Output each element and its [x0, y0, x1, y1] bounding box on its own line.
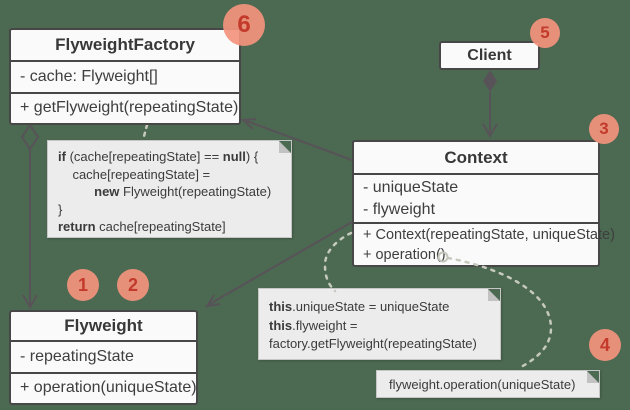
step-badge-5: 5 — [530, 18, 560, 48]
class-flyweight: Flyweight - repeatingState + operation(u… — [9, 310, 198, 405]
class-method: + Context(repeatingState, uniqueState) — [363, 226, 615, 243]
code-line: factory.getFlyweight(repeatingState) — [269, 336, 477, 351]
step-badge-6: 6 — [223, 4, 265, 46]
code-line: this.uniqueState = uniqueState — [269, 299, 450, 314]
composition-client-context — [482, 70, 498, 138]
class-attribute: - repeatingState — [20, 347, 134, 365]
class-client: Client — [439, 41, 540, 70]
code-line: flyweight.operation(uniqueState) — [389, 377, 576, 392]
folded-corner-icon — [488, 289, 500, 301]
code-line: new Flyweight(repeatingState) — [94, 184, 272, 199]
arrowhead-icon — [240, 118, 257, 130]
class-method: + operation(uniqueState) — [20, 379, 197, 397]
hollow-diamond-icon — [20, 123, 40, 151]
class-attribute: - flyweight — [363, 200, 436, 218]
step-badge-4: 4 — [589, 329, 621, 361]
step-badge-1: 1 — [67, 269, 99, 301]
class-title: Flyweight — [64, 316, 143, 335]
class-title: Context — [444, 147, 508, 167]
class-method: + operation() — [363, 246, 446, 263]
code-line: this.flyweight = — [269, 317, 358, 333]
folded-corner-icon — [279, 141, 291, 153]
note-constructor-code: this.uniqueState = uniqueState this.flyw… — [258, 288, 501, 360]
class-attribute: - uniqueState — [363, 178, 459, 196]
code-line: if (cache[repeatingState] == null) { — [58, 149, 259, 164]
folded-corner-icon — [587, 371, 599, 383]
filled-diamond-icon — [483, 70, 497, 92]
note-link-constructor-code — [323, 231, 353, 293]
code-line: cache[repeatingState] = — [58, 166, 211, 182]
code-line: return cache[repeatingState] — [58, 219, 226, 234]
note-factory-code: if (cache[repeatingState] == null) { cac… — [47, 140, 292, 238]
class-title: FlyweightFactory — [55, 35, 195, 54]
arrowhead-icon — [482, 123, 498, 138]
class-attribute: - cache: Flyweight[] — [20, 67, 158, 85]
step-badge-3: 3 — [589, 114, 619, 144]
class-flyweight-factory: FlyweightFactory - cache: Flyweight[] + … — [9, 28, 241, 125]
note-operation-code: flyweight.operation(uniqueState) — [376, 370, 600, 398]
class-title: Client — [467, 46, 512, 64]
note-link-factory-code — [141, 123, 149, 142]
class-context: Context - uniqueState - flyweight + Cont… — [352, 140, 615, 267]
code-line: } — [58, 201, 63, 217]
aggregation-factory-flyweight — [20, 123, 40, 309]
class-method: + getFlyweight(repeatingState) — [20, 99, 239, 117]
step-badge-2: 2 — [117, 269, 149, 301]
arrowhead-icon — [204, 294, 221, 308]
arrowhead-icon — [22, 294, 38, 309]
